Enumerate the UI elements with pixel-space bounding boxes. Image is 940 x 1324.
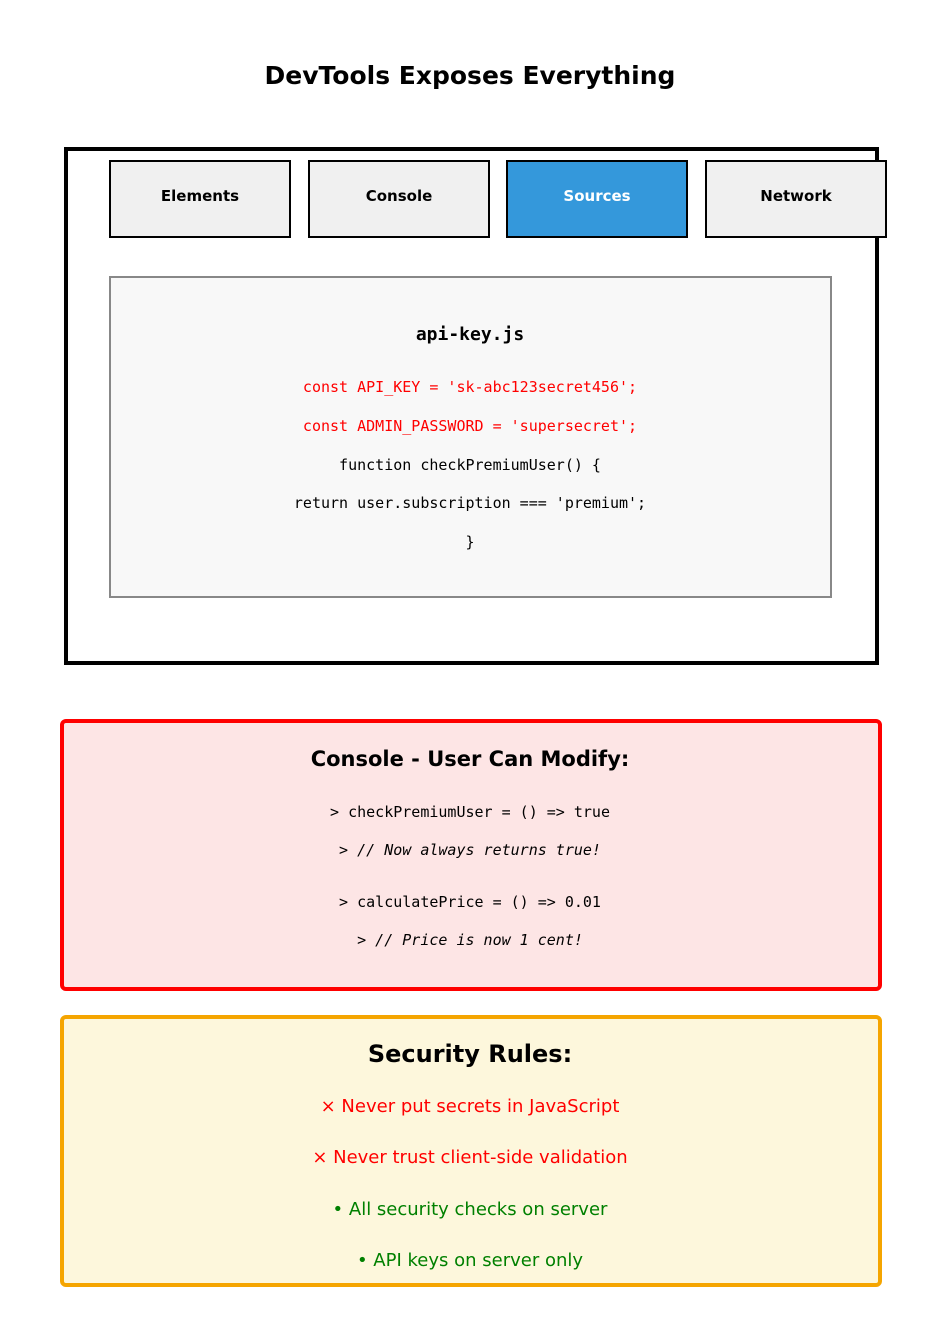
tab-console-label: Console [365, 187, 433, 205]
console-line-comment-premium: > // Now always returns true! [339, 841, 601, 859]
tab-sources-label: Sources [563, 187, 631, 205]
tab-network-label: Network [760, 187, 832, 205]
code-line-function-end: } [465, 533, 475, 551]
devtools-window [64, 147, 879, 665]
page-title: DevTools Exposes Everything [264, 61, 676, 90]
security-rule-server-checks: • All security checks on server [332, 1199, 608, 1220]
console-line-override-price: > calculatePrice = () => 0.01 [339, 893, 601, 911]
console-warning-box [60, 719, 882, 991]
console-line-override-premium: > checkPremiumUser = () => true [330, 803, 610, 821]
code-line-function-start: function checkPremiumUser() { [339, 456, 601, 474]
console-box-heading: Console - User Can Modify: [310, 747, 630, 771]
tab-network[interactable]: Network [705, 160, 887, 238]
security-rules-box [60, 1015, 882, 1287]
security-rule-server-keys: • API keys on server only [356, 1250, 584, 1271]
console-line-comment-price: > // Price is now 1 cent! [357, 931, 583, 949]
tab-console[interactable]: Console [308, 160, 490, 238]
security-box-heading: Security Rules: [367, 1040, 573, 1068]
tab-elements[interactable]: Elements [109, 160, 291, 238]
tab-sources[interactable]: Sources [506, 160, 688, 238]
security-rule-no-secrets: × Never put secrets in JavaScript [320, 1096, 620, 1117]
code-line-api-key: const API_KEY = 'sk-abc123secret456'; [302, 378, 638, 396]
tab-elements-label: Elements [160, 187, 240, 205]
source-file-name: api-key.js [415, 324, 525, 345]
code-line-return: return user.subscription === 'premium'; [293, 494, 647, 512]
security-rule-no-client-validation: × Never trust client-side validation [312, 1147, 628, 1168]
source-code-panel [109, 276, 832, 598]
code-line-admin-password: const ADMIN_PASSWORD = 'supersecret'; [302, 417, 638, 435]
